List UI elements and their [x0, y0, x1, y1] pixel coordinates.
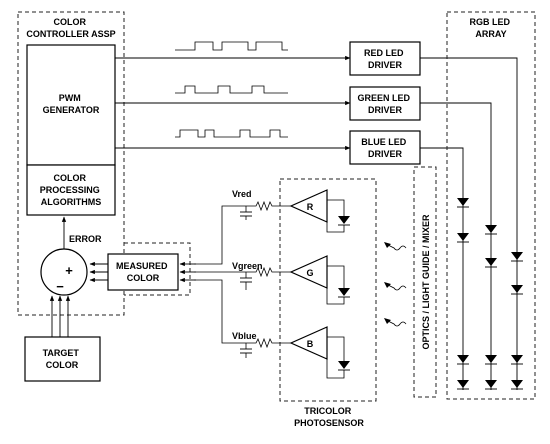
led-diode-icon [485, 355, 497, 365]
led-diode-icon [485, 380, 497, 390]
led-diode-icon [457, 233, 469, 243]
green-led-driver-block [349, 86, 421, 121]
vgreen-label: Vgreen [232, 261, 263, 271]
measured-color-block [107, 253, 179, 291]
summing-node-plus: + [65, 263, 73, 278]
color-controller-assp-boundary [17, 11, 125, 316]
amplifier-r-icon [289, 189, 328, 223]
pwm-generator-label: PWM GENERATOR [43, 93, 100, 115]
vred-capacitor-icon [240, 211, 252, 220]
led-string-red [511, 250, 523, 390]
blue-led-driver-block [349, 130, 421, 165]
pwm-waveform-red [175, 41, 288, 51]
vgreen-capacitor-icon [240, 277, 252, 290]
target-color-block [24, 336, 101, 382]
led-diode-icon [511, 252, 523, 262]
photodiode-b-icon [326, 336, 350, 379]
error-label: ERROR [69, 234, 102, 244]
measured-color-boundary [124, 242, 191, 296]
tricolor-photosensor-boundary [279, 178, 377, 402]
rgb-led-array-boundary [446, 11, 536, 400]
measured-color-label: MEASURED COLOR [116, 261, 170, 283]
optics-light-guide-boundary [413, 166, 437, 398]
led-diode-icon [485, 258, 497, 268]
blue-driver-output-line [420, 147, 464, 198]
led-diode-icon [511, 355, 523, 365]
vred-resistor-icon [194, 200, 291, 265]
optics-light-guide-label: OPTICS / LIGHT GUIDE / MIXER [421, 214, 431, 350]
led-diode-icon [457, 198, 469, 208]
amplifier-g-icon [289, 255, 328, 289]
vblue-capacitor-icon [240, 348, 252, 358]
summing-node [40, 248, 88, 296]
rgb-led-array-title: RGB LED ARRAY [469, 17, 512, 39]
photodiode-g-icon [326, 265, 350, 305]
led-diode-icon [457, 355, 469, 365]
pwm-waveform-green [175, 85, 288, 94]
led-diode-icon [457, 380, 469, 390]
led-diode-icon [511, 285, 523, 295]
amplifier-b-label: B [307, 339, 314, 349]
light-ray-icon [384, 242, 407, 251]
amplifier-g-label: G [306, 268, 313, 278]
light-ray-icon [384, 282, 407, 291]
led-string-green [485, 222, 497, 390]
vblue-label: Vblue [232, 331, 257, 341]
amplifier-r-label: R [307, 202, 314, 212]
light-ray-icon [384, 318, 407, 327]
vred-label: Vred [232, 189, 252, 199]
red-driver-output-line [420, 57, 518, 250]
target-color-label: TARGET COLOR [43, 348, 82, 370]
led-diode-icon [511, 380, 523, 390]
color-controller-title: COLOR CONTROLLER ASSP [26, 17, 115, 39]
vgreen-resistor-icon [194, 266, 291, 278]
green-driver-output-line [420, 102, 492, 222]
summing-node-minus: − [56, 279, 64, 294]
amplifier-b-icon [289, 326, 328, 360]
blue-led-driver-label: BLUE LED DRIVER [361, 137, 409, 159]
red-led-driver-block [349, 41, 421, 76]
vblue-resistor-icon [194, 279, 291, 349]
led-string-blue [457, 198, 469, 390]
red-led-driver-label: RED LED DRIVER [364, 48, 406, 70]
photodiode-r-icon [326, 199, 350, 233]
led-diode-icon [485, 225, 497, 235]
tricolor-photosensor-title: TRICOLOR PHOTOSENSOR [294, 406, 364, 428]
pwm-waveform-blue [175, 129, 288, 138]
color-processing-block [26, 164, 116, 216]
green-led-driver-label: GREEN LED DRIVER [357, 93, 412, 115]
color-processing-label: COLOR PROCESSING ALGORITHMS [40, 173, 103, 207]
